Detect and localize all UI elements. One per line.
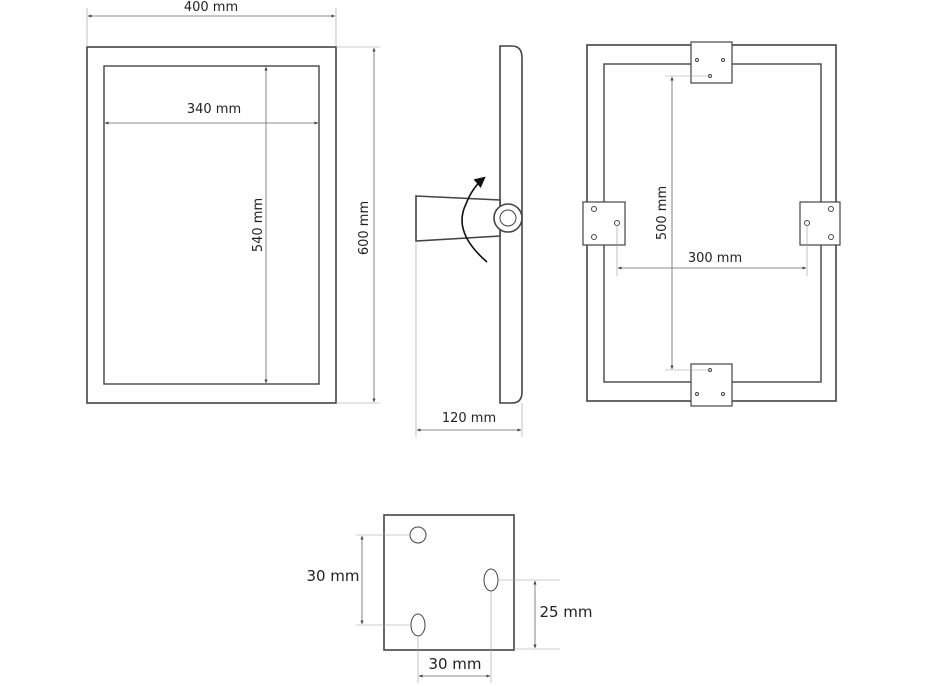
curved-arrow-icon bbox=[461, 176, 488, 263]
mirror-inner-glass bbox=[103, 65, 320, 385]
bracket-hole bbox=[804, 220, 810, 226]
bracket-hole bbox=[721, 58, 725, 62]
dimension-label-inner-height: 540 mm bbox=[251, 198, 266, 252]
bracket-hole bbox=[614, 220, 620, 226]
dimension-label-plate-slot: 25 mm bbox=[539, 603, 592, 621]
dimension-label-mount-horizontal: 300 mm bbox=[688, 251, 742, 266]
back-view: 500 mm 300 mm bbox=[582, 41, 841, 407]
dimension-label-width: 400 mm bbox=[184, 0, 238, 15]
dimension-label-inner-width: 340 mm bbox=[187, 102, 241, 117]
bracket-detail-view: 30 mm 25 mm 30 mm bbox=[306, 514, 593, 683]
front-view: 400 mm 340 mm 540 mm 600 mm bbox=[86, 0, 380, 404]
dimension-label-plate-vertical: 30 mm bbox=[306, 567, 359, 585]
dimension-label-total-height: 600 mm bbox=[357, 201, 372, 255]
bracket-hole bbox=[828, 234, 834, 240]
dimension-label-mount-vertical: 500 mm bbox=[655, 186, 670, 240]
bracket-hole bbox=[828, 206, 834, 212]
dimension-label-depth: 120 mm bbox=[442, 411, 496, 426]
bracket-hole bbox=[721, 392, 725, 396]
mounting-arm bbox=[415, 195, 501, 242]
bracket-hole bbox=[591, 206, 597, 212]
pivot-hole bbox=[499, 209, 517, 227]
back-inner-frame bbox=[603, 63, 822, 383]
plate-slot-hole bbox=[410, 613, 426, 637]
dimension-label-plate-horizontal: 30 mm bbox=[428, 655, 481, 673]
plate-round-hole bbox=[409, 526, 427, 544]
bracket-hole bbox=[695, 58, 699, 62]
side-view: 120 mm bbox=[415, 45, 523, 437]
plate-slot-hole bbox=[483, 568, 499, 592]
bracket-hole bbox=[591, 234, 597, 240]
bracket-hole bbox=[695, 392, 699, 396]
